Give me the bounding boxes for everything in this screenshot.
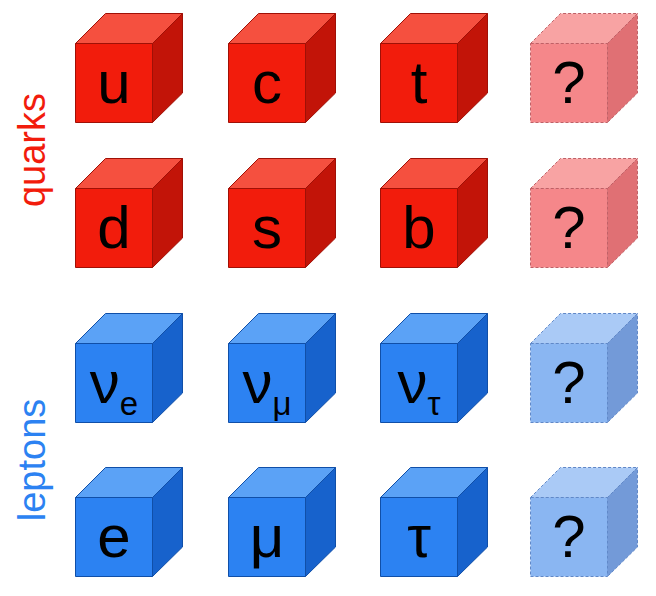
cube-front: ? <box>530 43 608 123</box>
cube-face <box>306 468 336 577</box>
particle-cube: b <box>380 158 488 268</box>
particle-symbol: ? <box>552 198 585 258</box>
particle-cube: s <box>228 158 336 268</box>
cube-face <box>153 468 183 577</box>
cube-front: c <box>228 43 306 123</box>
cube-front: t <box>380 43 458 123</box>
cube-face <box>229 44 306 123</box>
particle-symbol: c <box>252 53 282 113</box>
group-label: quarks <box>11 93 54 207</box>
particle-symbol: b <box>402 198 435 258</box>
cube-front: νμ <box>228 343 306 423</box>
cube-face <box>153 314 183 423</box>
particle-cube: ? <box>530 13 638 123</box>
cube-front: ? <box>530 188 608 268</box>
particle-symbol: νμ <box>242 353 291 413</box>
particle-cube: d <box>75 158 183 268</box>
particle-cube: e <box>75 467 183 577</box>
cube-face <box>381 344 458 423</box>
cube-face <box>458 159 488 268</box>
particle-symbol: ντ <box>397 353 440 413</box>
particle-cube: t <box>380 13 488 123</box>
cube-front: b <box>380 188 458 268</box>
particle-cube: μ <box>228 467 336 577</box>
cube-shape <box>228 13 336 123</box>
particle-symbol: d <box>97 198 130 258</box>
cube-face <box>381 498 458 577</box>
particle-symbol: τ <box>407 507 431 567</box>
cube-face <box>531 189 608 268</box>
group-label: leptons <box>11 399 54 522</box>
cube-shape <box>228 158 336 268</box>
cube-front: u <box>75 43 153 123</box>
particle-symbol: ? <box>552 353 585 413</box>
cube-front: ? <box>530 497 608 577</box>
cube-front: ντ <box>380 343 458 423</box>
cube-front: μ <box>228 497 306 577</box>
cube-face <box>458 468 488 577</box>
particle-cube: νe <box>75 313 183 423</box>
cube-face <box>531 44 608 123</box>
cube-face <box>153 14 183 123</box>
cube-face <box>229 498 306 577</box>
particle-cube: ντ <box>380 313 488 423</box>
cube-front: d <box>75 188 153 268</box>
cube-face <box>531 498 608 577</box>
particle-cube: τ <box>380 467 488 577</box>
cube-face <box>229 344 306 423</box>
cube-face <box>306 14 336 123</box>
cube-front: e <box>75 497 153 577</box>
cube-face <box>153 159 183 268</box>
particle-symbol: t <box>411 53 428 113</box>
particle-cube: ? <box>530 158 638 268</box>
cube-shape <box>380 13 488 123</box>
cube-face <box>76 344 153 423</box>
cube-face <box>76 498 153 577</box>
cube-face <box>76 189 153 268</box>
particle-symbol: e <box>97 507 130 567</box>
particle-symbol: μ <box>250 507 285 567</box>
cube-face <box>381 44 458 123</box>
cube-face <box>306 159 336 268</box>
cube-face <box>229 189 306 268</box>
cube-face <box>608 468 638 577</box>
cube-front: νe <box>75 343 153 423</box>
particle-symbol: νe <box>90 353 138 413</box>
particle-cube: u <box>75 13 183 123</box>
particle-symbol: ? <box>552 507 585 567</box>
cube-front: s <box>228 188 306 268</box>
particle-cube: ? <box>530 313 638 423</box>
particle-symbol: ? <box>552 53 585 113</box>
particle-cube: νμ <box>228 313 336 423</box>
cube-face <box>608 314 638 423</box>
cube-face <box>608 159 638 268</box>
cube-face <box>306 314 336 423</box>
particle-symbol: s <box>252 198 282 258</box>
particle-cube: ? <box>530 467 638 577</box>
cube-front: τ <box>380 497 458 577</box>
particle-cube: c <box>228 13 336 123</box>
cube-face <box>458 314 488 423</box>
particle-symbol: u <box>97 53 130 113</box>
cube-face <box>76 44 153 123</box>
cube-face <box>458 14 488 123</box>
cube-face <box>531 344 608 423</box>
cube-shape <box>380 467 488 577</box>
cube-face <box>608 14 638 123</box>
cube-front: ? <box>530 343 608 423</box>
cube-face <box>381 189 458 268</box>
